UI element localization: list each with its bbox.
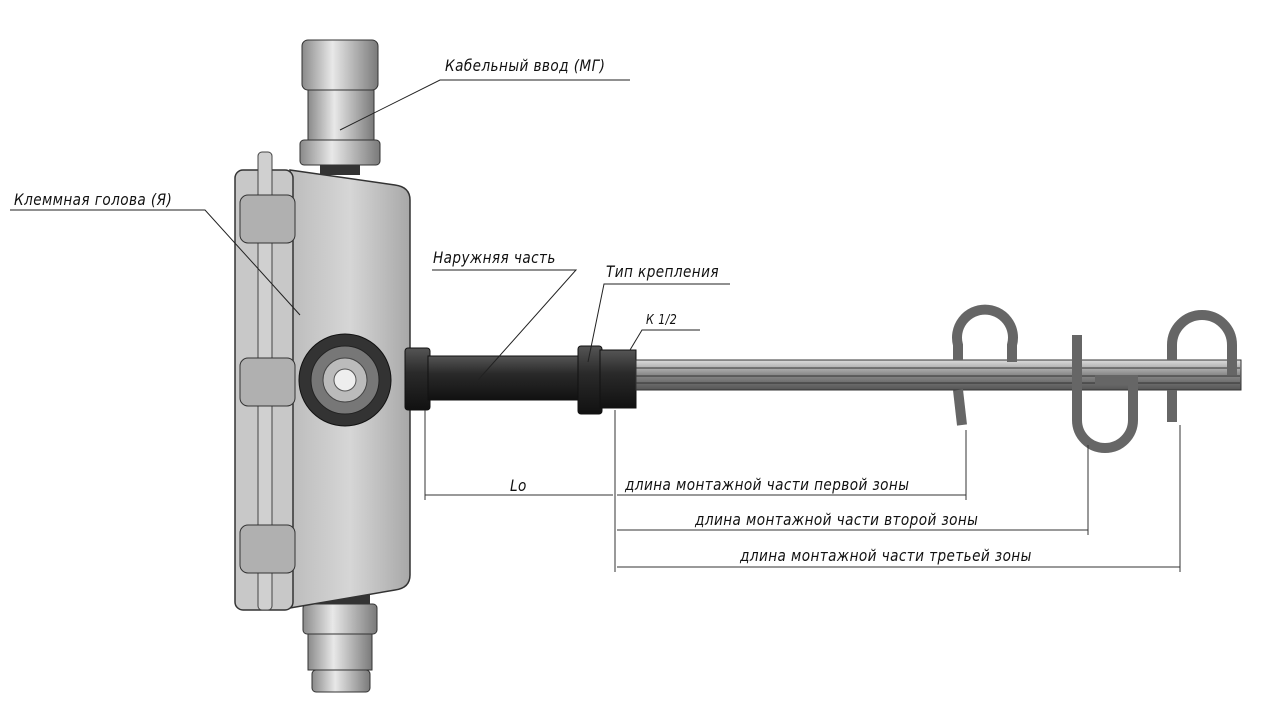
label-zone2: длина монтажной части второй зоны: [695, 510, 979, 529]
bottom-cable-gland: [302, 592, 378, 693]
label-mount-type: Тип крепления: [606, 262, 719, 281]
probe-rods: [635, 304, 1242, 453]
label-outer-part: Наружняя часть: [433, 248, 556, 267]
label-terminal-head: Клеммная голова (Я): [14, 190, 173, 209]
mount-fitting: [577, 345, 637, 415]
label-cable-entry: Кабельный ввод (МГ): [445, 56, 606, 75]
top-cable-gland: [299, 39, 381, 175]
label-zone1: длина монтажной части первой зоны: [625, 475, 910, 494]
leader-lines: [10, 79, 730, 381]
label-thread: К 1/2: [646, 313, 678, 328]
label-zone3: длина монтажной части третьей зоны: [740, 546, 1032, 565]
dimension-lines: [424, 410, 1181, 572]
label-lo: Lo: [510, 476, 527, 495]
terminal-head: [234, 151, 411, 611]
outer-part: [404, 347, 584, 411]
